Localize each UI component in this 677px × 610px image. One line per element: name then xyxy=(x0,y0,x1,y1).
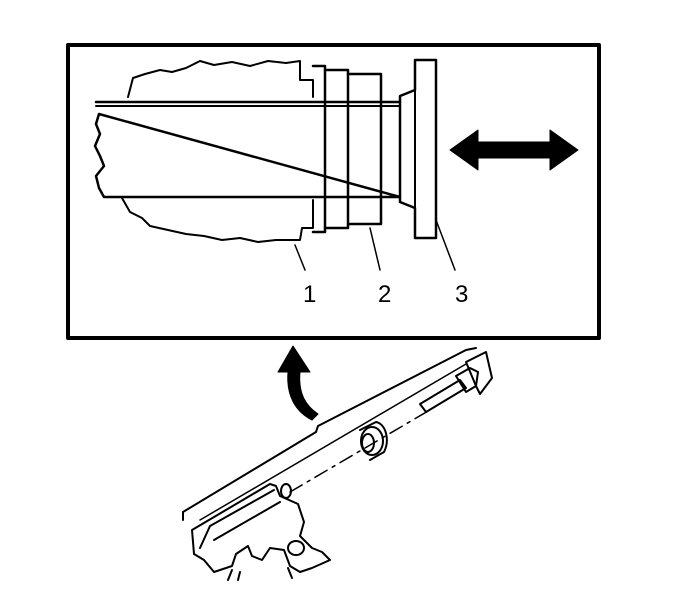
housing-top-section xyxy=(127,60,314,98)
callout-2: 2 xyxy=(378,281,391,308)
transmission-housing xyxy=(182,347,477,521)
mounting-hole xyxy=(287,540,305,556)
housing-rail-inner xyxy=(199,363,467,521)
tool-head xyxy=(455,367,479,393)
double-headed-arrow-icon xyxy=(449,129,579,171)
tool-handle xyxy=(419,379,467,413)
seal-lip-part-2 xyxy=(346,72,383,226)
housing-bottom-section xyxy=(121,197,314,243)
callout-3: 3 xyxy=(455,281,468,308)
leader-line-2 xyxy=(369,227,381,271)
case-bracket xyxy=(191,483,331,573)
curved-arrow-icon xyxy=(277,345,319,421)
callout-1: 1 xyxy=(303,281,316,308)
bracket-stub xyxy=(227,567,293,581)
installation-centerline xyxy=(289,403,441,493)
seal-part-2 xyxy=(323,68,350,230)
seal-ring-body xyxy=(359,421,388,461)
leader-line-3 xyxy=(435,219,456,271)
leader-line-1 xyxy=(294,244,306,271)
detail-view-frame xyxy=(66,43,601,340)
shaft xyxy=(93,100,402,199)
tool-cap xyxy=(465,351,493,395)
bushing xyxy=(280,483,292,499)
case-bracket-face xyxy=(199,489,281,549)
seal-ring-inner xyxy=(361,433,375,453)
seal-outer-part-1 xyxy=(311,64,327,234)
seal-ring xyxy=(360,426,384,456)
installer-tool-part-3 xyxy=(398,58,438,240)
